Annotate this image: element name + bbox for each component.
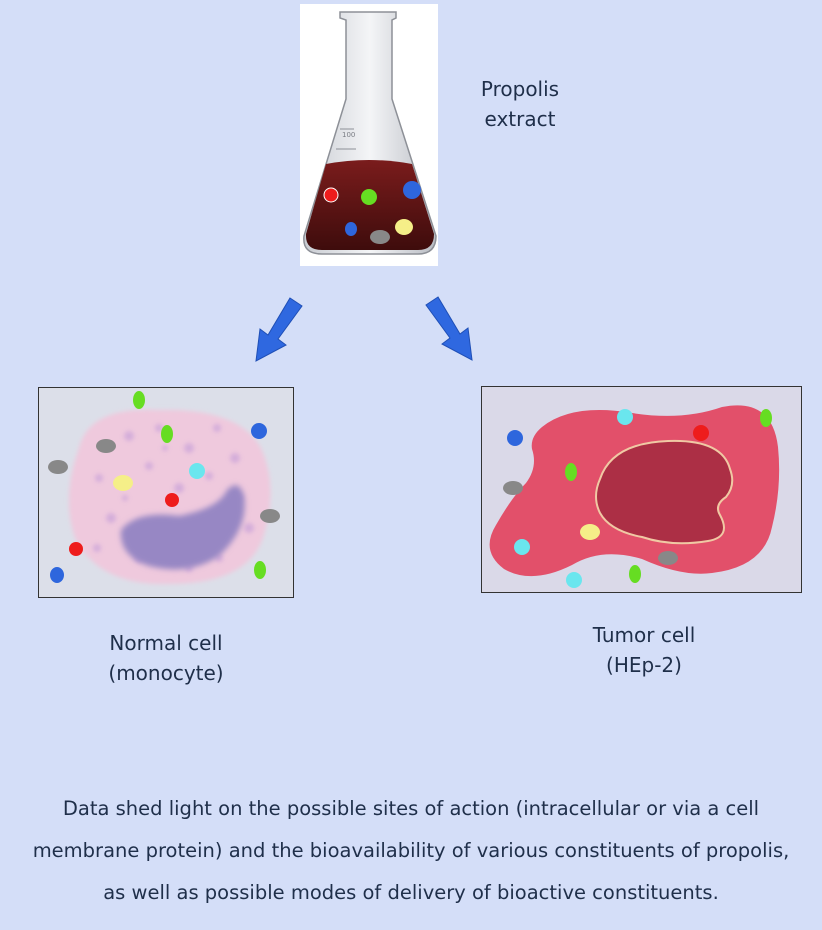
- summary-line-1: Data shed light on the possible sites of…: [62, 797, 760, 820]
- tumor-dot-gray-1: [503, 481, 523, 495]
- normal-dot-green-2: [161, 425, 173, 443]
- tumor-dot-green-1: [760, 409, 772, 427]
- normal-dot-gray-1: [96, 439, 116, 453]
- normal-dot-gray-2: [48, 460, 68, 474]
- extract-dot-blue: [403, 181, 421, 199]
- extract-dot-green: [361, 189, 377, 205]
- extract-dot-red: [323, 187, 339, 203]
- normal-dot-blue-1: [251, 423, 267, 439]
- normal-dot-green-3: [254, 561, 266, 579]
- tumor-cell-panel: [481, 386, 802, 593]
- propolis-extract-liquid: [305, 160, 434, 250]
- flask-illustration: 100: [303, 11, 437, 255]
- tumor-dot-yellow: [580, 524, 600, 540]
- tumor-dot-cyan-3: [566, 572, 582, 588]
- tumor-nucleus: [595, 439, 734, 545]
- tumor-dot-red: [693, 425, 709, 441]
- arrow-to-tumor-cell: [425, 296, 473, 361]
- monocyte-illustration: [48, 391, 280, 585]
- normal-dot-green-1: [133, 391, 145, 409]
- normal-dot-gray-3: [260, 509, 280, 523]
- normal-dot-yellow: [113, 475, 133, 491]
- monocyte-nucleus: [120, 485, 245, 570]
- normal-cell-label-line2: (monocyte): [108, 661, 224, 685]
- flask-label-line2: extract: [484, 107, 556, 131]
- normal-cell-label: Normal cell (monocyte): [66, 628, 266, 688]
- tumor-dot-green-3: [629, 565, 641, 583]
- normal-dot-blue-2: [50, 567, 64, 583]
- tumor-cell-label: Tumor cell (HEp-2): [544, 620, 744, 680]
- tumor-dot-cyan-2: [514, 539, 530, 555]
- extract-dot-blue-small: [345, 222, 357, 236]
- normal-dot-cyan: [189, 463, 205, 479]
- normal-dot-red-1: [165, 493, 179, 507]
- tumor-cell-illustration: [489, 405, 780, 588]
- flask-label-line1: Propolis: [480, 77, 560, 101]
- extract-dot-gray: [370, 230, 390, 244]
- propolis-extract-label: Propolis extract: [450, 74, 590, 134]
- normal-dot-red-2: [69, 542, 83, 556]
- propolis-flask-image: 100: [300, 4, 438, 266]
- summary-line-3: as well as possible modes of delivery of…: [103, 881, 719, 904]
- tumor-dot-green-2: [565, 463, 577, 481]
- normal-cell-label-line1: Normal cell: [109, 631, 223, 655]
- flask-scale-mark: 100: [342, 131, 355, 139]
- extract-dot-yellow: [395, 219, 413, 235]
- tumor-dot-gray-2: [658, 551, 678, 565]
- summary-text: Data shed light on the possible sites of…: [0, 788, 822, 914]
- tumor-cell-label-line2: (HEp-2): [606, 653, 682, 677]
- tumor-dot-blue: [507, 430, 523, 446]
- tumor-cell-label-line1: Tumor cell: [592, 623, 696, 647]
- tumor-dot-cyan-1: [617, 409, 633, 425]
- arrow-to-normal-cell: [255, 297, 303, 362]
- normal-cell-panel: [38, 387, 294, 598]
- summary-line-2: membrane protein) and the bioavailabilit…: [32, 839, 790, 862]
